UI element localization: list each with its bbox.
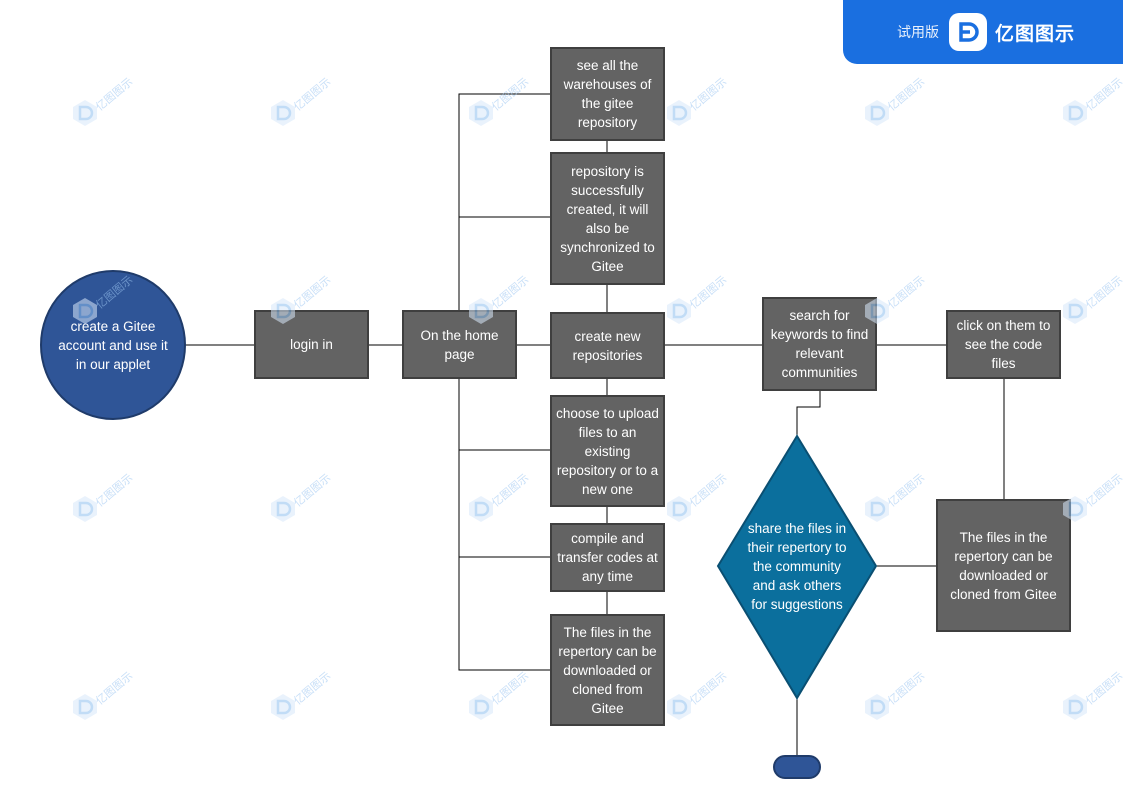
- upload-node[interactable]: [550, 395, 665, 507]
- click-code-node[interactable]: [946, 310, 1061, 379]
- connector-search-share: [796, 390, 821, 436]
- watermark-logo-icon: [865, 100, 889, 126]
- watermark-logo-icon: [73, 694, 97, 720]
- watermark-tile: 亿图图示: [466, 76, 531, 148]
- download-right-node[interactable]: [936, 499, 1071, 632]
- watermark-logo-icon: [469, 694, 493, 720]
- watermark-logo-icon: [469, 298, 493, 324]
- watermark-tile: 亿图图示: [664, 670, 729, 742]
- watermark-logo-icon: [73, 298, 97, 324]
- watermark-logo-icon: [469, 496, 493, 522]
- home-node[interactable]: [402, 310, 517, 379]
- watermark-tile: 亿图图示: [664, 274, 729, 346]
- login-node[interactable]: [254, 310, 369, 379]
- watermark-tile: 亿图图示: [268, 670, 333, 742]
- watermark-tile: 亿图图示: [70, 670, 135, 742]
- watermark-logo-icon: [1063, 496, 1087, 522]
- brand-name: 亿图图示: [995, 23, 1076, 45]
- watermark-logo-icon: [667, 100, 691, 126]
- watermark-tile: 亿图图示: [862, 670, 927, 742]
- watermark-logo-icon: [667, 694, 691, 720]
- compile-node[interactable]: [550, 523, 665, 592]
- watermark-tile: 亿图图示: [70, 274, 135, 346]
- watermark-tile: 亿图图示: [664, 76, 729, 148]
- watermark-tile: 亿图图示: [268, 274, 333, 346]
- watermark-logo-icon: [1063, 100, 1087, 126]
- watermark-logo-icon: [667, 298, 691, 324]
- watermark-logo-icon: [667, 496, 691, 522]
- watermark-tile: 亿图图示: [664, 472, 729, 544]
- share-decision-node[interactable]: [716, 434, 878, 700]
- watermark-tile: 亿图图示: [466, 472, 531, 544]
- end-terminator-node[interactable]: [773, 755, 821, 779]
- watermark-logo-icon: [73, 100, 97, 126]
- watermark-tile: 亿图图示: [862, 274, 927, 346]
- watermark-logo-icon: [271, 100, 295, 126]
- watermark-logo-icon: [1063, 298, 1087, 324]
- watermark-tile: 亿图图示: [70, 472, 135, 544]
- connector-home-warehouses: [458, 93, 551, 311]
- watermark-logo-icon: [469, 100, 493, 126]
- watermark-logo-icon: [865, 496, 889, 522]
- watermark-logo-icon: [271, 496, 295, 522]
- watermark-logo-icon: [73, 496, 97, 522]
- watermark-tile: 亿图图示: [466, 274, 531, 346]
- search-node[interactable]: [762, 297, 877, 391]
- trial-label: 试用版: [897, 24, 939, 40]
- trial-badge: 试用版 亿图图示: [843, 0, 1123, 64]
- connector-home-download: [458, 378, 551, 671]
- watermark-tile: 亿图图示: [1060, 274, 1123, 346]
- edraw-logo-icon: [949, 13, 987, 51]
- download-left-node[interactable]: [550, 614, 665, 726]
- connectors: [185, 93, 1005, 756]
- watermark-tile: 亿图图示: [862, 472, 927, 544]
- create-repo-node[interactable]: [550, 312, 665, 379]
- watermark-tile: 亿图图示: [268, 76, 333, 148]
- watermark-tile: 亿图图示: [1060, 472, 1123, 544]
- watermark-logo-icon: [271, 298, 295, 324]
- shapes: [40, 47, 1071, 779]
- warehouses-node[interactable]: [550, 47, 665, 141]
- watermark-tile: 亿图图示: [70, 76, 135, 148]
- watermark-logo-icon: [271, 694, 295, 720]
- watermark-tile: 亿图图示: [268, 472, 333, 544]
- watermark-logo-icon: [865, 694, 889, 720]
- watermark-tile: 亿图图示: [1060, 76, 1123, 148]
- watermark-logo-icon: [865, 298, 889, 324]
- repo-created-node[interactable]: [550, 152, 665, 285]
- watermark-tile: 亿图图示: [1060, 670, 1123, 742]
- watermark-logo-icon: [1063, 694, 1087, 720]
- watermark-tile: 亿图图示: [862, 76, 927, 148]
- watermark-tile: 亿图图示: [466, 670, 531, 742]
